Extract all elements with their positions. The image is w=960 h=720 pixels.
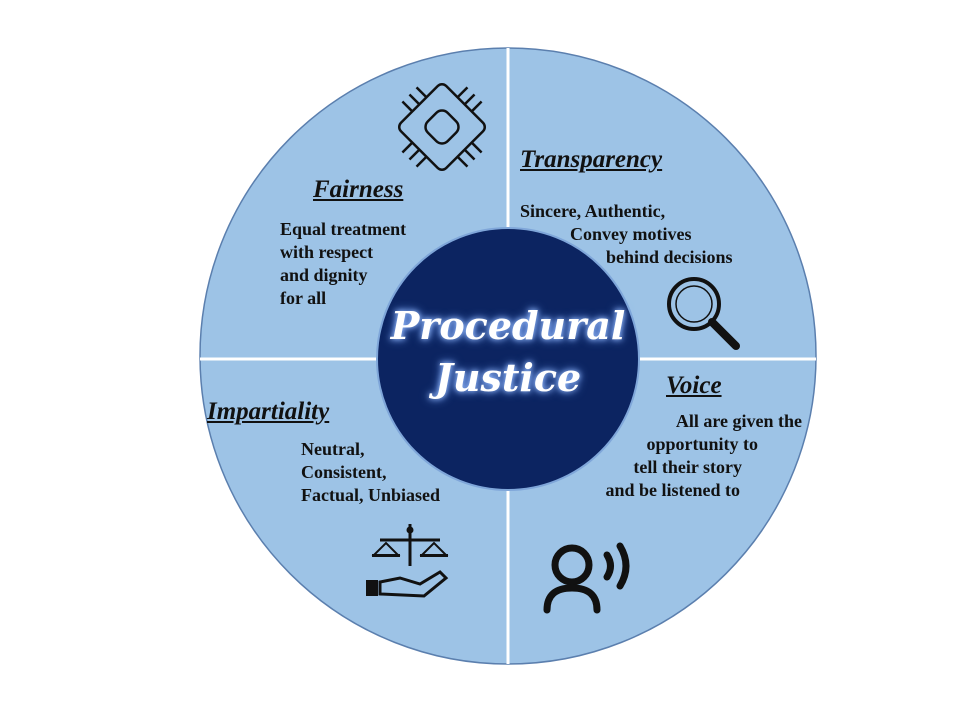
fairness-text: Equal treatment with respect and dignity… (280, 218, 406, 310)
voice-text: All are given the opportunity to tell th… (540, 410, 802, 502)
impartiality-text: Neutral, Consistent, Factual, Unbiased (301, 438, 440, 507)
center-title-line1: Procedural (390, 303, 626, 348)
center-title-line2: Justice (434, 355, 582, 400)
fairness-line: with respect (280, 242, 374, 262)
transparency-text: Sincere, Authentic, Convey motives behin… (520, 200, 733, 269)
fairness-title: Fairness (313, 176, 404, 203)
transparency-line: behind decisions (606, 247, 733, 267)
center-title: Procedural Justice (378, 300, 638, 404)
voice-line: and be listened to (605, 480, 740, 500)
voice-line: All are given the (675, 411, 802, 431)
fairness-line: Equal treatment (280, 219, 407, 239)
transparency-line: Convey motives (570, 224, 692, 244)
fairness-line: and dignity (280, 265, 368, 285)
voice-line: tell their story (633, 457, 742, 477)
scales-hand-icon (366, 524, 449, 598)
transparency-title: Transparency (520, 146, 663, 173)
transparency-line: Sincere, Authentic, (520, 201, 666, 221)
speaking-person-icon (543, 542, 630, 614)
impartiality-line: Neutral, (301, 439, 365, 459)
fairness-line: for all (280, 288, 327, 308)
inner-circle (376, 227, 640, 491)
impartiality-line: Factual, Unbiased (301, 485, 441, 505)
magnifier-icon (667, 277, 740, 350)
hands-circle-icon (397, 82, 487, 172)
voice-title: Voice (666, 372, 722, 399)
impartiality-line: Consistent, (301, 462, 387, 482)
voice-line: opportunity to (646, 434, 758, 454)
impartiality-title: Impartiality (207, 398, 330, 425)
